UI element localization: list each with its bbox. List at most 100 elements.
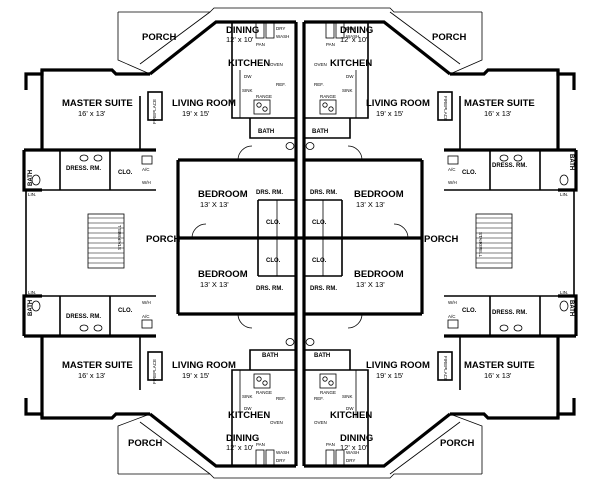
bedroom-dim-tl: 13' X 13': [200, 200, 229, 209]
dry-br: DRY: [346, 458, 355, 463]
pan-br: PAN: [326, 442, 335, 447]
bath-label-sl2: BATH: [28, 300, 34, 316]
ac-br: A/C: [448, 314, 456, 319]
fixture-labels: RANGE RANGE RANGE RANGE OVEN OVEN OVEN O…: [28, 26, 568, 463]
ref-br: REF.: [314, 396, 324, 401]
dw-br: DW: [346, 406, 354, 411]
sink-br: SINK: [342, 394, 353, 399]
porch-label-bl: PORCH: [128, 438, 162, 449]
clo-label-1: CLO.: [266, 220, 281, 226]
clo-label-3: CLO.: [266, 258, 281, 264]
range-br: RANGE: [320, 390, 336, 395]
living-label-tl: LIVING ROOM: [172, 98, 236, 109]
master-dim-bl: 16' x 13': [78, 371, 106, 380]
living-dim-br: 19' x 15': [376, 371, 404, 380]
dining-label-tl: DINING: [226, 25, 259, 36]
master-label-tr: MASTER SUITE: [464, 98, 535, 109]
drs-label-tr: DRS. RM.: [310, 190, 337, 196]
ref-tl: REF.: [276, 82, 286, 87]
dining-label-tr: DINING: [340, 25, 373, 36]
dw-tl: DW: [244, 74, 252, 79]
kitchen-label-br: KITCHEN: [330, 410, 372, 421]
bath-label-tl: BATH: [258, 129, 274, 135]
dining-dim-br: 12' x 10': [340, 443, 368, 452]
fireplace-label-tr: FIREPLACE: [443, 96, 448, 121]
dry-bl: DRY: [276, 458, 285, 463]
pan-tl: PAN: [256, 42, 265, 47]
master-label-tl: MASTER SUITE: [62, 98, 133, 109]
bath-label-bl: BATH: [262, 353, 278, 359]
lin-r1: LIN.: [560, 192, 568, 197]
oven-bl: OVEN: [270, 420, 283, 425]
dw-tr: DW: [346, 74, 354, 79]
wh-bl: W/H: [142, 300, 151, 305]
kitchen-label-bl: KITCHEN: [228, 410, 270, 421]
drs-label-br: DRS. RM.: [310, 286, 337, 292]
interior-walls: [42, 22, 558, 466]
bedroom-label-br: BEDROOM: [354, 269, 404, 280]
bedroom-label-bl: BEDROOM: [198, 269, 248, 280]
lin-l1: LIN.: [28, 192, 36, 197]
sink-bl: SINK: [242, 394, 253, 399]
bedroom-label-tr: BEDROOM: [354, 189, 404, 200]
lin-r2: LIN.: [560, 290, 568, 295]
bath-label-tr: BATH: [312, 129, 328, 135]
room-labels: PORCH PORCH PORCH PORCH PORCH PORCH DINI…: [28, 25, 574, 452]
dining-dim-bl: 12' x 10': [226, 443, 254, 452]
dress-label-tr: DRESS. RM.: [492, 163, 527, 169]
lin-l2: LIN.: [28, 290, 36, 295]
range-bl: RANGE: [256, 390, 272, 395]
wh-tr: W/H: [448, 180, 457, 185]
dining-label-bl: DINING: [226, 433, 259, 444]
fireplace-label-br: FIREPLACE: [443, 356, 448, 381]
bath-label-sr2: BATH: [568, 300, 574, 316]
oven-br: OVEN: [314, 420, 327, 425]
porch-label-tr: PORCH: [432, 32, 466, 43]
stair-treads: [88, 217, 512, 264]
ac-tr: A/C: [448, 167, 456, 172]
clo-label-bl: CLO.: [118, 308, 133, 314]
sink-tl: SINK: [242, 88, 253, 93]
dry-tr: DRY: [346, 26, 355, 31]
dress-label-br: DRESS. RM.: [492, 310, 527, 316]
bedroom-dim-bl: 13' X 13': [200, 280, 229, 289]
oven-tr: OVEN: [314, 62, 327, 67]
ac-bl: A/C: [142, 314, 150, 319]
kitchen-label-tl: KITCHEN: [228, 58, 270, 69]
wash-bl: WASH: [276, 450, 289, 455]
drs-label-bl: DRS. RM.: [256, 286, 283, 292]
dw-bl: DW: [244, 406, 252, 411]
fireplace-label-tl: FIREPLACE: [152, 99, 157, 124]
porch-label-mr: PORCH: [424, 234, 458, 245]
wash-tr: WASH: [346, 34, 359, 39]
range-tr: RANGE: [320, 94, 336, 99]
dining-dim-tr: 12' x 10': [340, 35, 368, 44]
sink-tr: SINK: [342, 88, 353, 93]
pan-tr: PAN: [326, 42, 335, 47]
bath-label-br: BATH: [314, 353, 330, 359]
dining-dim-tl: 12' x 10': [226, 35, 254, 44]
porch-label-br: PORCH: [440, 438, 474, 449]
wh-br: W/H: [448, 300, 457, 305]
master-dim-br: 16' x 13': [484, 371, 512, 380]
stairwell-label-l: STAIRWELL: [117, 224, 122, 250]
living-dim-bl: 19' x 15': [182, 371, 210, 380]
pan-bl: PAN: [256, 442, 265, 447]
dress-label-tl: DRESS. RM.: [66, 166, 101, 172]
dry-tl: DRY: [276, 26, 285, 31]
clo-label-2: CLO.: [312, 220, 327, 226]
dining-label-br: DINING: [340, 433, 373, 444]
master-dim-tr: 16' x 13': [484, 109, 512, 118]
fireplace-label-bl: FIREPLACE: [152, 359, 157, 384]
porch-label-ml: PORCH: [146, 234, 180, 245]
living-label-bl: LIVING ROOM: [172, 360, 236, 371]
bath-label-sr1: BATH: [568, 154, 574, 170]
kitchen-label-tr: KITCHEN: [330, 58, 372, 69]
fixtures: [31, 21, 569, 467]
stairwell-label-r: STAIRWELL: [478, 232, 483, 258]
master-dim-tl: 16' x 13': [78, 109, 106, 118]
master-label-br: MASTER SUITE: [464, 360, 535, 371]
dress-label-bl: DRESS. RM.: [66, 314, 101, 320]
clo-label-tr: CLO.: [462, 170, 477, 176]
